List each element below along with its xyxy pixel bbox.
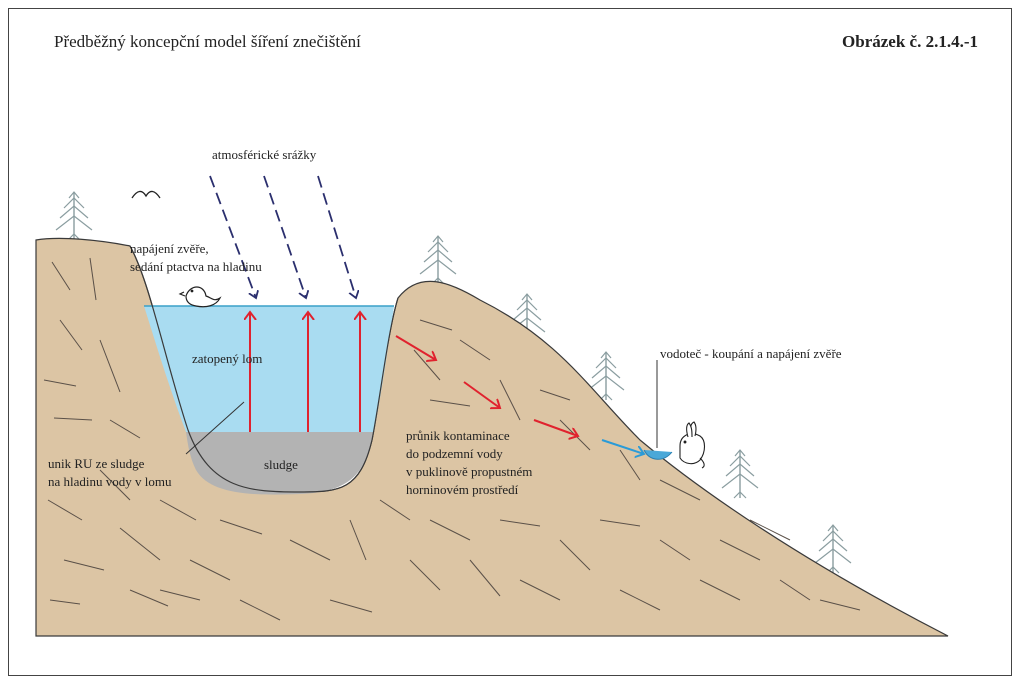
penetration-label-line4: horninovém prostředí [406,482,519,497]
rabbit-icon [679,421,706,469]
stream-pool [643,449,673,460]
tree-icon [55,191,93,241]
sludge-label: sludge [264,457,298,472]
bird-icon [178,286,222,308]
quarry-water [144,306,394,432]
leak-pointer-line [185,401,245,455]
rain-arrow [317,175,356,298]
rain-arrow [209,175,256,298]
flooded-quarry-label: zatopený lom [192,351,263,366]
rain-arrow [263,175,306,298]
penetration-label-line1: průnik kontaminace [406,428,510,443]
ru-leak-label-line2: na hladinu vody v lomu [48,474,172,489]
figure-title: Předběžný koncepční model šíření znečišt… [54,32,361,51]
flying-bird-icon [131,190,161,199]
contamination-arrow [395,335,436,360]
penetration-label-line3: v puklinově propustném [406,464,533,479]
contamination-arrow [533,419,578,436]
contamination-arrow [463,381,500,408]
tree-icon [721,449,759,499]
penetration-label-line2: do podzemní vody [406,446,503,461]
groundwater-contamination-arrows [395,335,578,436]
animal-feeding-label-line2: sedání ptactva na hladinu [130,259,262,274]
sludge-deposit [186,432,374,495]
ru-leak-label-line1: unik RU ze sludge [48,456,145,471]
precipitation-arrows [209,175,356,298]
tree-icon [419,235,457,285]
precipitation-label: atmosférické srážky [212,147,317,162]
sludge-release-arrows [250,312,360,432]
quarry-outline [129,245,399,493]
stream-inflow-arrow [601,439,644,454]
stream-label: vodoteč - koupání a napájení zvěře [660,346,842,361]
figure-number: Obrázek č. 2.1.4.-1 [842,32,978,51]
animal-feeding-label-line1: napájení zvěře, [130,241,209,256]
